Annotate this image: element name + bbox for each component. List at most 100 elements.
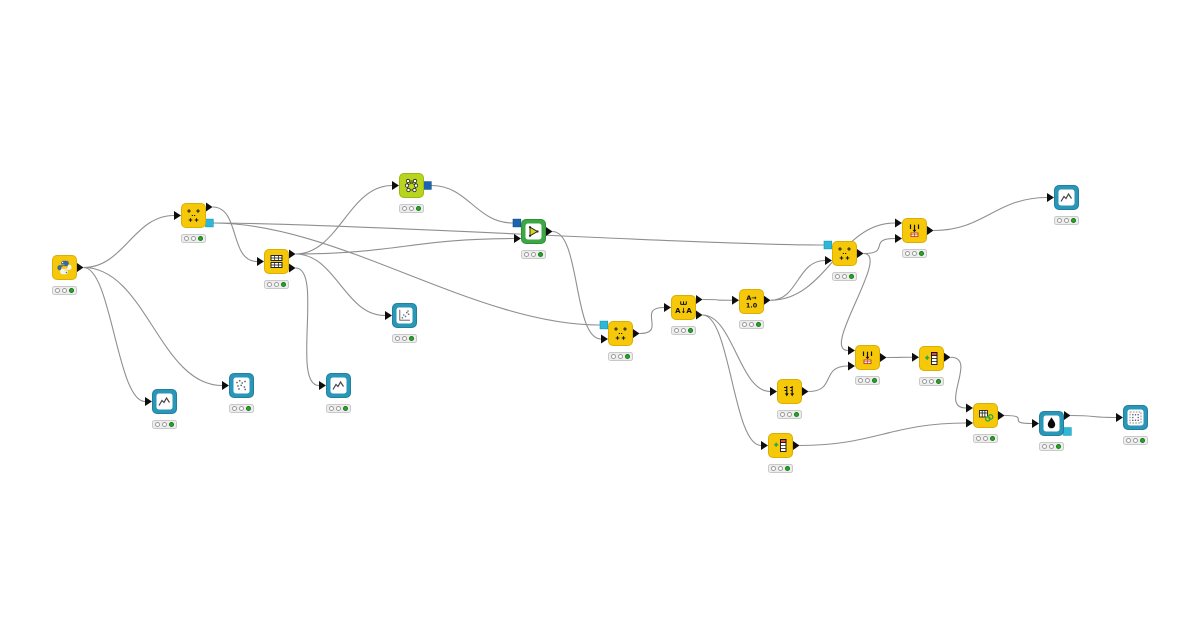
node-line-plot-bottom-left[interactable]	[152, 389, 177, 414]
status-dot-green	[794, 412, 799, 417]
output-port-tri-1[interactable]	[289, 263, 296, 273]
output-port-tri-0[interactable]	[1064, 411, 1071, 420]
input-port-tri-0[interactable]	[848, 346, 855, 355]
input-port-tri-0[interactable]	[392, 181, 399, 190]
status-dot-amber	[62, 288, 67, 293]
input-port-tri-0[interactable]	[1047, 193, 1054, 202]
connection	[1004, 414, 1033, 425]
output-port-tri-0[interactable]	[633, 329, 640, 338]
node-line-plot-bottom-mid[interactable]	[326, 373, 351, 398]
output-port-tri-0[interactable]	[764, 295, 771, 305]
input-port-tri-0[interactable]	[222, 381, 229, 390]
input-port-tri-0[interactable]	[664, 303, 671, 312]
input-port-tri-0[interactable]	[966, 403, 973, 413]
output-port-tri-0[interactable]	[944, 352, 951, 362]
node-partitioning[interactable]	[264, 249, 289, 274]
output-port-tri-0[interactable]	[857, 249, 864, 258]
input-port-sq-0[interactable]	[599, 320, 609, 330]
output-port-tri-0[interactable]	[802, 387, 809, 396]
status-dot-green	[416, 206, 421, 211]
input-port-tri-1[interactable]	[966, 418, 973, 428]
node-kmeans-learner[interactable]	[399, 173, 424, 198]
output-port-tri-0[interactable]	[206, 202, 213, 212]
input-port-tri-1[interactable]	[825, 256, 832, 265]
output-port-tri-0[interactable]	[927, 226, 934, 235]
node-scatter-plot-mid[interactable]	[392, 303, 417, 328]
status-dot-green	[625, 354, 630, 359]
input-port-tri-1[interactable]	[848, 361, 855, 371]
node-cell-replacer[interactable]	[973, 403, 998, 428]
input-port-tri-1[interactable]	[601, 334, 608, 344]
node-column-appender-1[interactable]	[919, 346, 944, 371]
input-port-tri-0[interactable]	[145, 397, 152, 406]
node-sorter[interactable]	[777, 379, 802, 404]
output-port-sq-1[interactable]	[205, 218, 214, 228]
status-dot-amber	[983, 436, 988, 441]
drop-icon	[1042, 414, 1061, 433]
node-normalizer[interactable]	[181, 203, 206, 228]
status-dot-amber	[191, 236, 196, 241]
input-port-tri-0[interactable]	[895, 218, 902, 228]
input-port-tri-0[interactable]	[319, 381, 326, 390]
scatter-axes-icon	[395, 306, 414, 325]
status-dot-amber	[409, 206, 414, 211]
status-dot-red	[674, 328, 679, 333]
cat2num-icon: A→1.0	[742, 292, 761, 311]
node-line-plot-top-right[interactable]	[1054, 185, 1079, 210]
connection	[770, 259, 826, 301]
node-color-manager[interactable]	[1039, 411, 1064, 436]
node-column-appender-2[interactable]	[768, 433, 793, 458]
input-port-tri-0[interactable]	[912, 352, 919, 362]
output-port-tri-1[interactable]	[696, 310, 703, 320]
status-dot-amber	[618, 354, 623, 359]
input-port-tri-1[interactable]	[895, 234, 902, 243]
output-port-sq-1[interactable]	[1063, 427, 1072, 436]
input-port-tri-0[interactable]	[1116, 413, 1123, 422]
connection	[213, 222, 824, 246]
output-port-tri-0[interactable]	[998, 411, 1005, 420]
traffic-light	[399, 204, 424, 213]
connection	[863, 237, 896, 255]
node-groupby-2[interactable]	[855, 345, 880, 370]
input-port-sq-0[interactable]	[823, 240, 833, 250]
node-python-script[interactable]	[52, 255, 77, 280]
svg-text:1.0: 1.0	[746, 302, 758, 310]
output-port-tri-0[interactable]	[289, 249, 296, 259]
output-port-tri-0[interactable]	[546, 227, 553, 236]
output-port-tri-0[interactable]	[880, 353, 887, 362]
status-dot-green	[919, 251, 924, 256]
input-port-tri-0[interactable]	[732, 295, 739, 305]
status-dot-red	[611, 354, 616, 359]
node-normalizer-apply-2[interactable]	[832, 241, 857, 266]
traffic-light	[855, 376, 880, 385]
node-normalizer-apply-1[interactable]	[608, 321, 633, 346]
node-cluster-assigner[interactable]	[521, 219, 546, 244]
input-port-tri-1[interactable]	[514, 234, 521, 243]
traffic-light	[392, 334, 417, 343]
status-dot-amber	[336, 406, 341, 411]
connection	[933, 196, 1048, 232]
node-scatter-plot-bottom-left[interactable]	[229, 373, 254, 398]
node-category-to-number[interactable]: A→1.0	[739, 289, 764, 314]
output-port-tri-0[interactable]	[696, 295, 703, 304]
node-denormalizer[interactable]: A↓A	[671, 295, 696, 320]
input-port-tri-0[interactable]	[385, 311, 392, 320]
output-port-sq-0[interactable]	[423, 181, 432, 190]
traffic-light	[326, 404, 351, 413]
status-dot-red	[55, 288, 60, 293]
input-port-tri-0[interactable]	[1032, 419, 1039, 428]
output-port-tri-0[interactable]	[793, 441, 800, 450]
output-port-tri-0[interactable]	[77, 263, 84, 272]
status-dot-red	[905, 251, 910, 256]
input-port-tri-0[interactable]	[174, 211, 181, 220]
status-dot-red	[329, 406, 334, 411]
input-port-tri-0[interactable]	[257, 257, 264, 266]
node-groupby-1[interactable]	[902, 218, 927, 243]
node-table-view[interactable]	[1123, 405, 1148, 430]
traffic-light	[777, 410, 802, 419]
connection	[702, 298, 733, 301]
input-port-tri-0[interactable]	[761, 441, 768, 450]
input-port-sq-0[interactable]	[512, 218, 522, 228]
input-port-tri-0[interactable]	[770, 387, 777, 396]
